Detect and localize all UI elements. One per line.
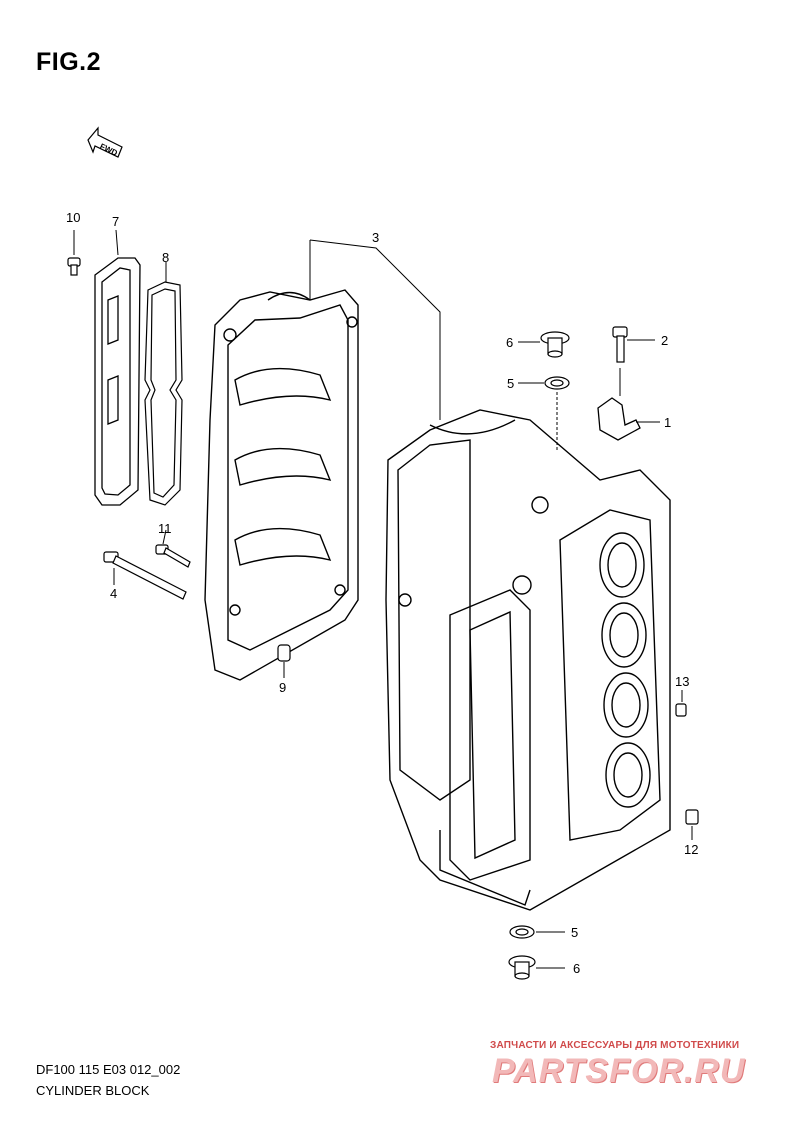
part-11-bolt [155,529,191,568]
callout-6-bottom: 6 [573,961,580,976]
part-4-long-bolt [103,551,187,600]
callout-1: 1 [664,415,671,430]
callout-11: 11 [158,521,172,536]
part-6-plug-bottom [508,955,565,980]
callout-3: 3 [372,230,379,245]
part-10-bolt [67,230,81,276]
callout-2: 2 [661,333,668,348]
part-2-bolt [612,326,655,396]
forward-direction-arrow: FWD [87,126,123,158]
callout-13: 13 [675,674,689,689]
callout-12: 12 [684,842,698,857]
part-13-stud [675,690,687,717]
diagram-name: CYLINDER BLOCK [36,1083,150,1098]
figure-title: FIG.2 [36,48,102,76]
callout-9: 9 [279,680,286,695]
part-12-plug [685,809,699,840]
cylinder-block-body [385,409,671,911]
part-5-washer-top [518,376,570,450]
part-8-gasket [144,262,183,506]
watermark-logo: PARTSFOR.RU [492,1052,746,1090]
callout-4: 4 [110,586,117,601]
callout-10: 10 [66,210,80,225]
watermark-tagline: ЗАПЧАСТИ И АКСЕССУАРЫ ДЛЯ МОТОТЕХНИКИ [490,1040,740,1051]
diagram-code: DF100 115 E03 012_002 [36,1062,181,1077]
callout-6-top: 6 [506,335,513,350]
callout-5-bottom: 5 [571,925,578,940]
part-6-plug-top [518,331,570,358]
part-9-dowel-pin [277,644,291,678]
part-3-crankcase [204,289,359,681]
part-3-leader [309,239,441,420]
callout-7: 7 [112,214,119,229]
part-7-cover-plate [94,229,141,506]
callout-5-top: 5 [507,376,514,391]
callout-8: 8 [162,250,169,265]
part-5-washer-bottom [509,925,565,939]
part-1-bracket [597,397,660,441]
